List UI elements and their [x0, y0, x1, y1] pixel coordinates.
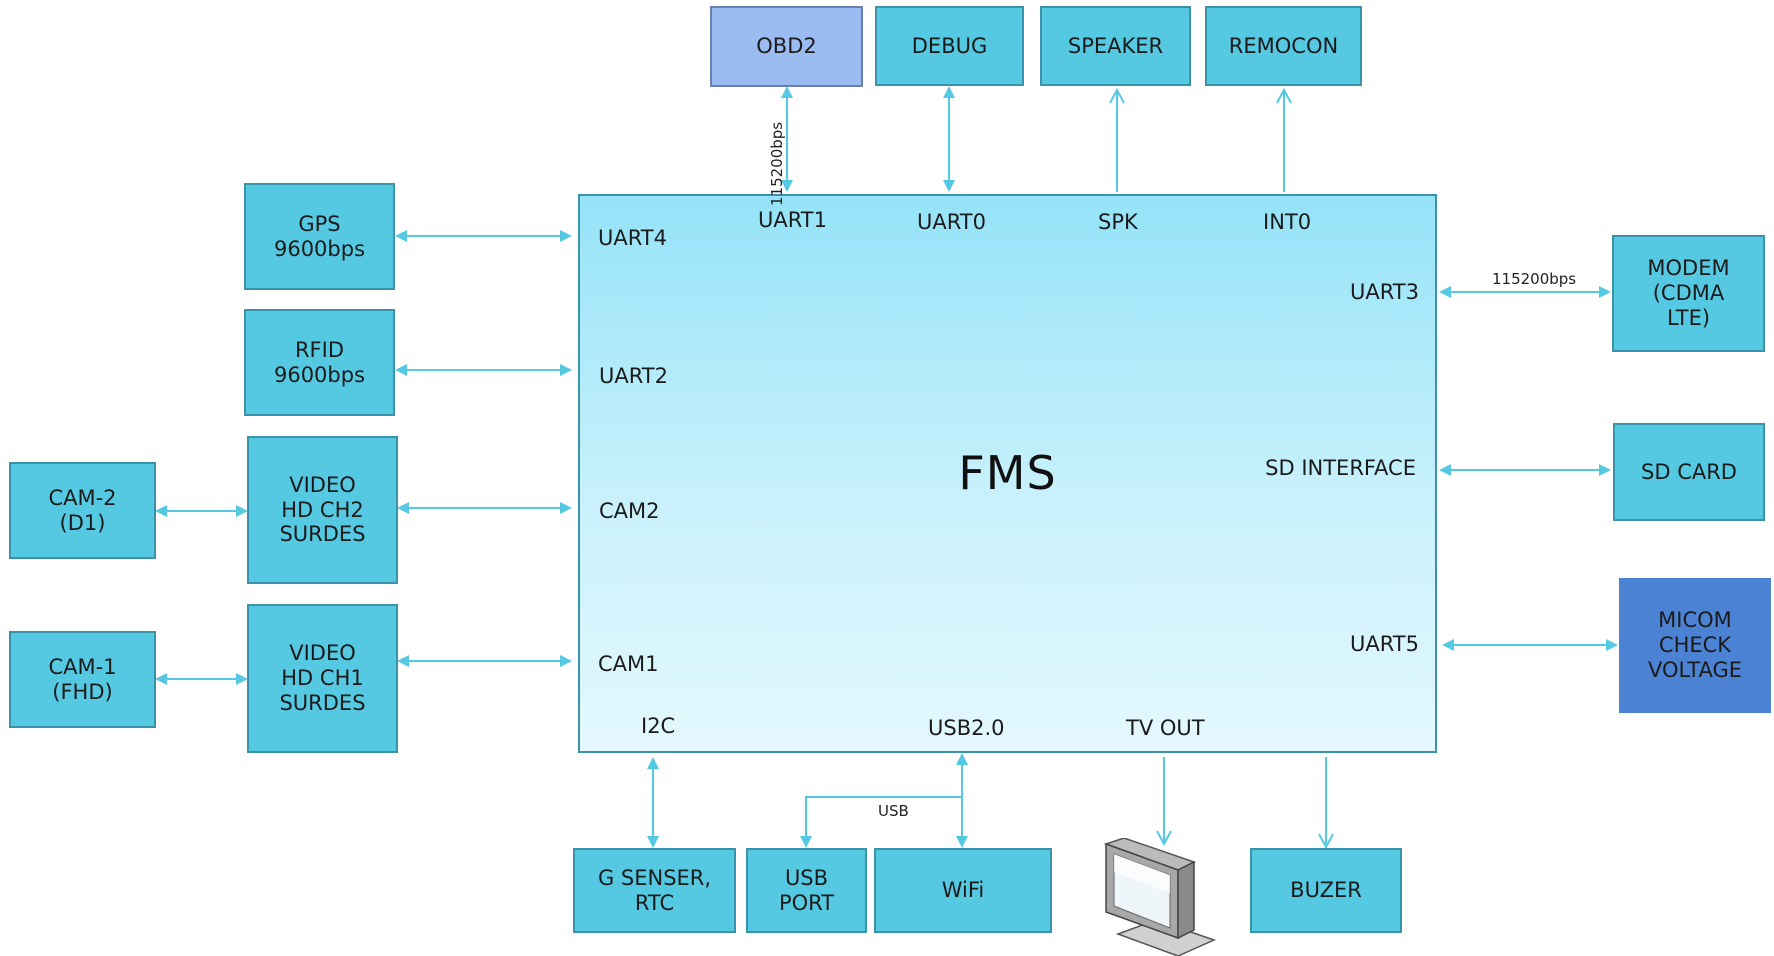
port-uart1: UART1	[758, 208, 827, 232]
cam2-block: CAM-2 (D1)	[9, 462, 156, 559]
port-usb20: USB2.0	[928, 716, 1005, 740]
modem-baud-label: 115200bps	[1492, 270, 1577, 288]
wifi-block: WiFi	[874, 848, 1052, 933]
fms-block: FMS UART4 UART1 UART0 SPK INT0 UART3 UAR…	[578, 194, 1437, 753]
port-i2c: I2C	[641, 714, 676, 738]
obd2-block: OBD2	[710, 6, 863, 87]
port-uart4: UART4	[598, 226, 667, 250]
modem-block: MODEM (CDMA LTE)	[1612, 235, 1765, 352]
fms-title: FMS	[958, 446, 1057, 500]
port-sd-interface: SD INTERFACE	[1265, 456, 1416, 480]
port-uart2: UART2	[599, 364, 668, 388]
gps-block: GPS 9600bps	[244, 183, 395, 290]
g-senser-block: G SENSER, RTC	[573, 848, 736, 933]
rfid-block: RFID 9600bps	[244, 309, 395, 416]
link-usb-port	[800, 796, 962, 848]
port-uart5: UART5	[1350, 632, 1419, 656]
port-uart3: UART3	[1350, 280, 1419, 304]
obd-baud-label: 115200bps	[768, 121, 786, 206]
port-tv-out: TV OUT	[1126, 716, 1205, 740]
port-cam1: CAM1	[598, 652, 659, 676]
usb-link-label: USB	[878, 802, 909, 820]
port-uart0: UART0	[917, 210, 986, 234]
remocon-block: REMOCON	[1205, 6, 1362, 86]
buzer-block: BUZER	[1250, 848, 1402, 933]
video-hd-ch2-block: VIDEO HD CH2 SURDES	[247, 436, 398, 584]
port-spk: SPK	[1098, 210, 1138, 234]
sd-card-block: SD CARD	[1613, 423, 1765, 521]
debug-block: DEBUG	[875, 6, 1024, 86]
video-hd-ch1-block: VIDEO HD CH1 SURDES	[247, 604, 398, 753]
port-int0: INT0	[1263, 210, 1312, 234]
cam1-block: CAM-1 (FHD)	[9, 631, 156, 728]
port-cam2: CAM2	[599, 499, 660, 523]
usb-port-block: USB PORT	[746, 848, 867, 933]
monitor-icon	[1103, 838, 1217, 956]
speaker-block: SPEAKER	[1040, 6, 1191, 86]
micom-block: MICOM CHECK VOLTAGE	[1619, 578, 1771, 713]
